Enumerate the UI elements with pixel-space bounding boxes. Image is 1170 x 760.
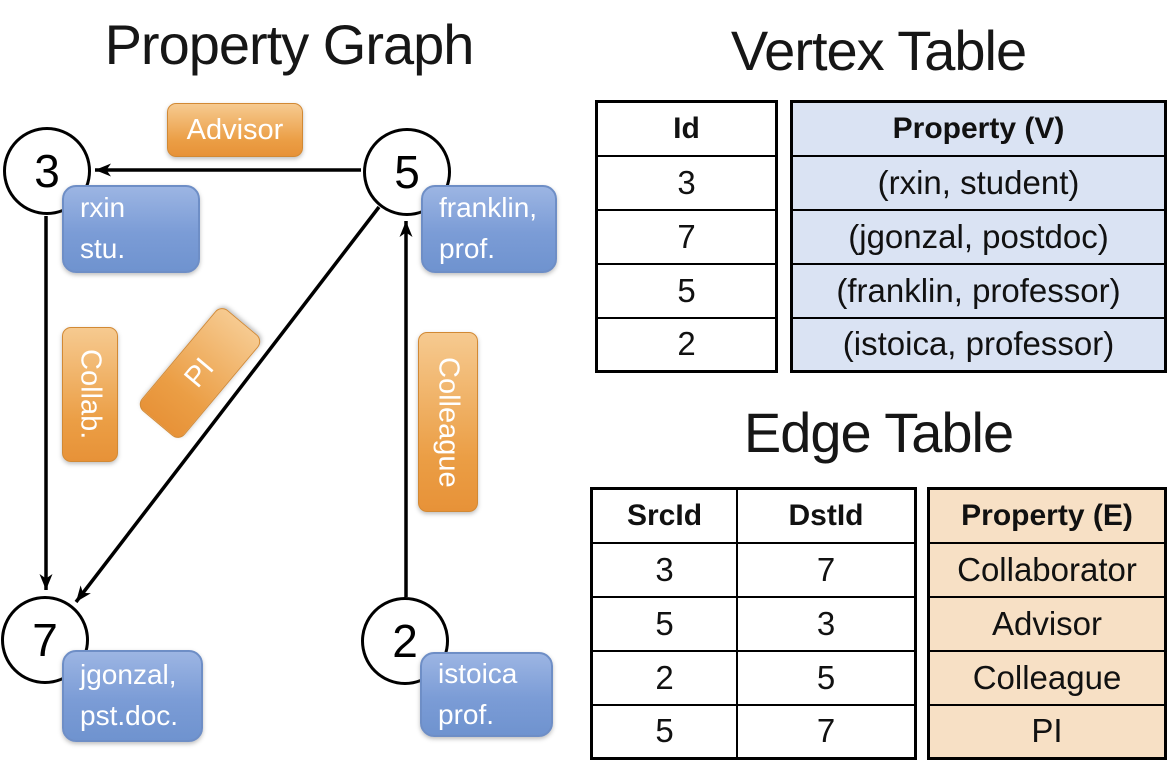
property-graph-title: Property Graph <box>104 13 475 76</box>
vertex-property-cell: (jgonzal, postdoc) <box>790 208 1167 265</box>
edge-label-advisor: Advisor <box>167 103 303 157</box>
edge-dst-header: DstId <box>736 487 917 544</box>
edge-src-cell: 2 <box>590 649 738 706</box>
vertex-id-cell: 2 <box>595 316 778 373</box>
vertex-property-cell: (rxin, student) <box>790 154 1167 211</box>
node-id: 7 <box>32 614 58 666</box>
edge-label-colleague: Colleague <box>418 332 478 512</box>
vertex-id-header: Id <box>595 100 778 157</box>
table-gap <box>778 100 790 373</box>
vertex-table-id-column: Id 3 7 5 2 <box>595 100 778 373</box>
edge-dst-cell: 7 <box>736 703 917 760</box>
edge-table-id-columns: SrcId DstId 3 7 5 3 2 5 5 7 <box>590 487 917 760</box>
edge-label-collab: Collab. <box>62 327 118 462</box>
edge-src-cell: 5 <box>590 703 738 760</box>
edge-src-cell: 3 <box>590 541 738 598</box>
vertex-property-cell: (franklin, professor) <box>790 262 1167 319</box>
vertex-table-title: Vertex Table <box>730 19 1027 82</box>
edge-table: SrcId DstId 3 7 5 3 2 5 5 7 Property (E) <box>590 487 1167 760</box>
edge-src-cell: 5 <box>590 595 738 652</box>
edge-table-property-column: Property (E) Collaborator Advisor Collea… <box>927 487 1167 760</box>
node-id: 3 <box>34 145 60 197</box>
table-gap <box>917 487 927 760</box>
edge-property-cell: PI <box>927 703 1167 760</box>
edge-property-cell: Collaborator <box>927 541 1167 598</box>
edge-property-header: Property (E) <box>927 487 1167 544</box>
vertex-label-franklin: franklin, prof. <box>421 185 557 273</box>
vertex-label-istoica: istoica prof. <box>420 652 553 737</box>
graph-edges <box>39 163 413 604</box>
node-circle-5: 5 <box>363 128 451 216</box>
edge-dst-cell: 5 <box>736 649 917 706</box>
edge-dst-cell: 3 <box>736 595 917 652</box>
vertex-id-cell: 3 <box>595 154 778 211</box>
edge-property-cell: Advisor <box>927 595 1167 652</box>
node-circle-2: 2 <box>361 597 449 685</box>
vertex-id-cell: 5 <box>595 262 778 319</box>
edge-property-cell: Colleague <box>927 649 1167 706</box>
vertex-property-header: Property (V) <box>790 100 1167 157</box>
node-id: 2 <box>392 615 418 667</box>
edge-5-to-7 <box>74 205 381 604</box>
vertex-table: Id 3 7 5 2 Property (V) (rxin, student) … <box>595 100 1167 373</box>
vertex-label-rxin: rxin stu. <box>62 185 200 273</box>
vertex-label-jgonzal: jgonzal, pst.doc. <box>62 650 203 742</box>
vertex-table-property-column: Property (V) (rxin, student) (jgonzal, p… <box>790 100 1167 373</box>
edge-table-title: Edge Table <box>743 401 1014 464</box>
vertex-property-cell: (istoica, professor) <box>790 316 1167 373</box>
edge-src-header: SrcId <box>590 487 738 544</box>
edge-dst-cell: 7 <box>736 541 917 598</box>
node-id: 5 <box>394 146 420 198</box>
vertex-id-cell: 7 <box>595 208 778 265</box>
